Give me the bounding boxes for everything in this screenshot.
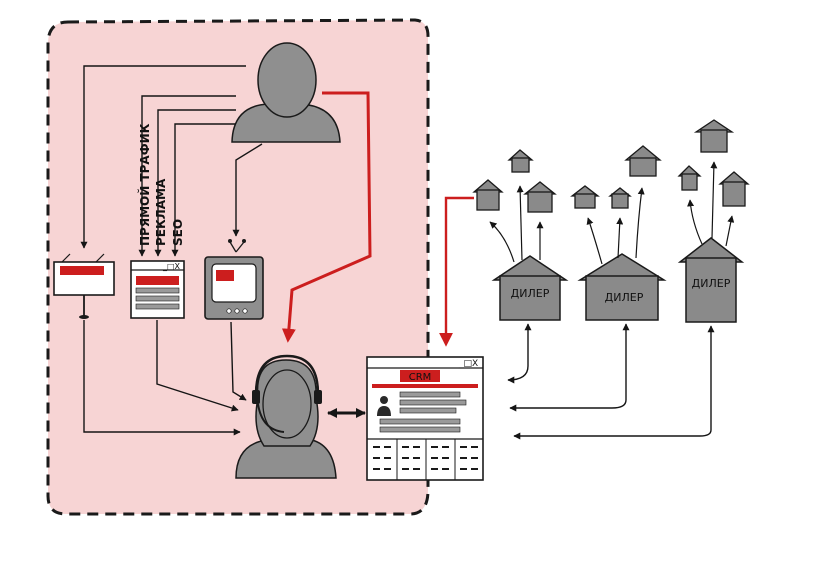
dealer-label-2: ДИЛЕР xyxy=(605,291,644,304)
branch-house-icon xyxy=(472,179,504,211)
tv-icon xyxy=(204,239,264,320)
red-arrow-customer-to-operator xyxy=(281,91,372,343)
arrow-seo xyxy=(171,123,236,257)
channel-to-operator-arrows xyxy=(83,320,247,436)
branch-house-icon xyxy=(608,187,632,209)
browser-window-icon: _□X xyxy=(130,260,185,319)
dealer-house-3: ДИЛЕР xyxy=(677,237,745,323)
crm-contact-avatar-icon xyxy=(377,396,391,416)
arrow-ads xyxy=(154,109,236,257)
channel-label-ads: РЕКЛАМА xyxy=(154,178,168,246)
branch-house-icon xyxy=(570,185,600,209)
crm-window: _□X CRM xyxy=(366,356,484,481)
arrow-dealer-1-crm xyxy=(507,323,532,384)
branch-house-icon xyxy=(693,119,735,153)
arrow-to-billboard xyxy=(80,65,246,249)
red-arrow-dealers-to-crm xyxy=(439,196,474,347)
crm-title: CRM xyxy=(409,372,432,383)
arrow-to-tv xyxy=(232,143,263,237)
arrow-direct-traffic xyxy=(138,95,236,257)
customer-to-channel-arrows xyxy=(80,65,263,257)
branch-house-icon xyxy=(718,171,750,207)
branch-house-icon xyxy=(677,165,702,191)
channel-label-direct: ПРЯМОЙ ТРАФИК xyxy=(137,123,152,246)
customer-icon xyxy=(231,42,341,143)
browser-window-controls: _□X xyxy=(162,262,181,271)
branch-house-icon xyxy=(624,145,662,177)
crm-window-controls: _□X xyxy=(458,359,478,369)
dealer-label-3: ДИЛЕР xyxy=(692,277,731,290)
branch-house-icon xyxy=(523,181,557,213)
dealer-house-1: ДИЛЕР xyxy=(491,255,569,321)
dealer-to-branch-arrows xyxy=(489,161,735,265)
branch-houses xyxy=(472,119,750,213)
dealer-label-1: ДИЛЕР xyxy=(511,287,550,300)
arrow-browser-to-operator xyxy=(156,320,239,412)
billboard-icon xyxy=(53,253,115,319)
dealer-house-2: ДИЛЕР xyxy=(577,253,667,321)
arrow-billboard-to-operator xyxy=(83,320,241,436)
arrow-dealer-3-crm xyxy=(513,325,715,440)
branch-house-icon xyxy=(507,149,534,173)
channel-label-seo: SEO xyxy=(171,219,185,246)
operator-with-headset-icon xyxy=(235,354,337,479)
arrow-tv-to-operator xyxy=(230,321,247,401)
dealer-to-crm-arrows xyxy=(507,323,715,440)
